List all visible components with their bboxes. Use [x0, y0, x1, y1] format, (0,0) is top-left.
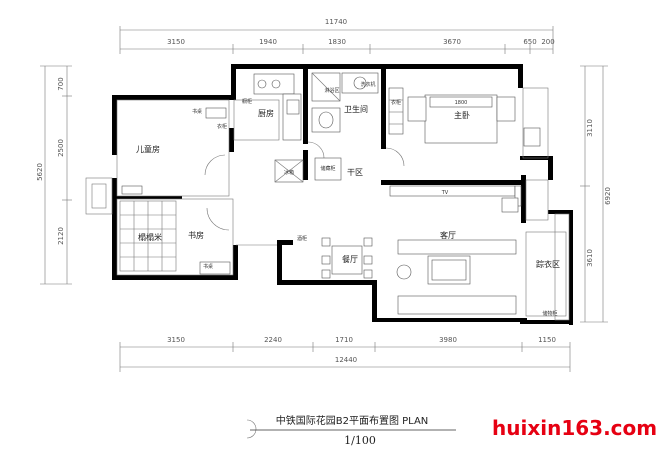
left-dimensions: 5620 700 2500 2120: [36, 65, 72, 285]
label-storage-cabinet: 储物柜: [542, 310, 557, 317]
room-closet: 踪衣区: [536, 259, 560, 269]
room-study: 书房: [188, 230, 204, 240]
dim-bottom-1: 3150: [167, 336, 185, 344]
plan-scale: 1/100: [344, 434, 376, 447]
label-bed-size: 1800: [455, 100, 468, 106]
dim-bottom-3: 1710: [335, 336, 353, 344]
room-living: 客厅: [440, 230, 456, 240]
dim-left-total: 5620: [36, 163, 44, 181]
interior-lines: [85, 87, 570, 321]
dim-top-6: 200: [541, 38, 554, 46]
dim-left-3: 2120: [57, 227, 65, 245]
bottom-dimensions: 3150 2240 1710 3980 1150 12440: [119, 336, 571, 372]
watermark: huixin163.com: [492, 416, 657, 440]
room-tatami: 榻榻米: [138, 232, 162, 242]
top-dimensions: 11740 3150 1940 1830 3670 650 200: [119, 18, 555, 54]
walls: [112, 64, 573, 325]
dim-bottom-5: 1150: [538, 336, 556, 344]
room-master: 主卧: [454, 110, 470, 120]
room-labels: 儿童房 书房 榻榻米 厨房 卫生间 干区 主卧 客厅 餐厅 踪衣区: [136, 104, 560, 269]
label-shower: 淋浴区: [324, 87, 339, 94]
dim-top-4: 3670: [443, 38, 461, 46]
furniture: [121, 72, 541, 315]
dim-top-3: 1830: [328, 38, 346, 46]
room-dining: 餐厅: [342, 255, 358, 264]
dim-right-1: 3110: [586, 119, 594, 137]
label-wardrobe: 衣柜: [217, 123, 227, 130]
label-desk-top: 书桌: [192, 108, 202, 115]
dim-bottom-4: 3980: [439, 336, 457, 344]
label-closet: 衣柜: [391, 99, 401, 106]
room-kitchen: 厨房: [258, 108, 274, 118]
footer: 中铁国际花园B2平面布置图 PLAN 1/100 huixin163.com: [246, 414, 657, 447]
dim-top-total: 11740: [325, 18, 347, 26]
room-dry-area: 干区: [347, 168, 363, 177]
dim-top-1: 3150: [167, 38, 185, 46]
dim-top-2: 1940: [259, 38, 277, 46]
label-small: 橱柜: [242, 98, 252, 105]
label-wine-cabinet: 酒柜: [297, 235, 307, 242]
dim-top-5: 650: [523, 38, 536, 46]
room-bathroom: 卫生间: [344, 104, 368, 114]
plan-title: 中铁国际花园B2平面布置图 PLAN: [276, 414, 429, 427]
label-storage: 储藏柜: [320, 165, 335, 172]
dim-right-2: 3610: [586, 249, 594, 267]
dim-right-total: 6920: [604, 187, 612, 205]
dim-bottom-2: 2240: [264, 336, 282, 344]
label-washer: 洗衣机: [360, 81, 375, 88]
dim-bottom-total: 12440: [335, 356, 357, 364]
label-tv: TV: [441, 190, 449, 196]
fixture-labels: 书桌 衣柜 淋浴区 洗衣机 衣柜 冰箱 储藏柜 TV 酒柜 书桌 储物柜 橱柜 …: [192, 81, 558, 317]
label-desk-bottom: 书桌: [203, 263, 213, 270]
room-kids: 儿童房: [136, 144, 160, 154]
label-fridge: 冰箱: [284, 169, 294, 176]
dim-left-2: 2500: [57, 139, 65, 157]
dim-left-1: 700: [57, 77, 65, 90]
right-dimensions: 3110 3610 6920: [580, 65, 612, 323]
